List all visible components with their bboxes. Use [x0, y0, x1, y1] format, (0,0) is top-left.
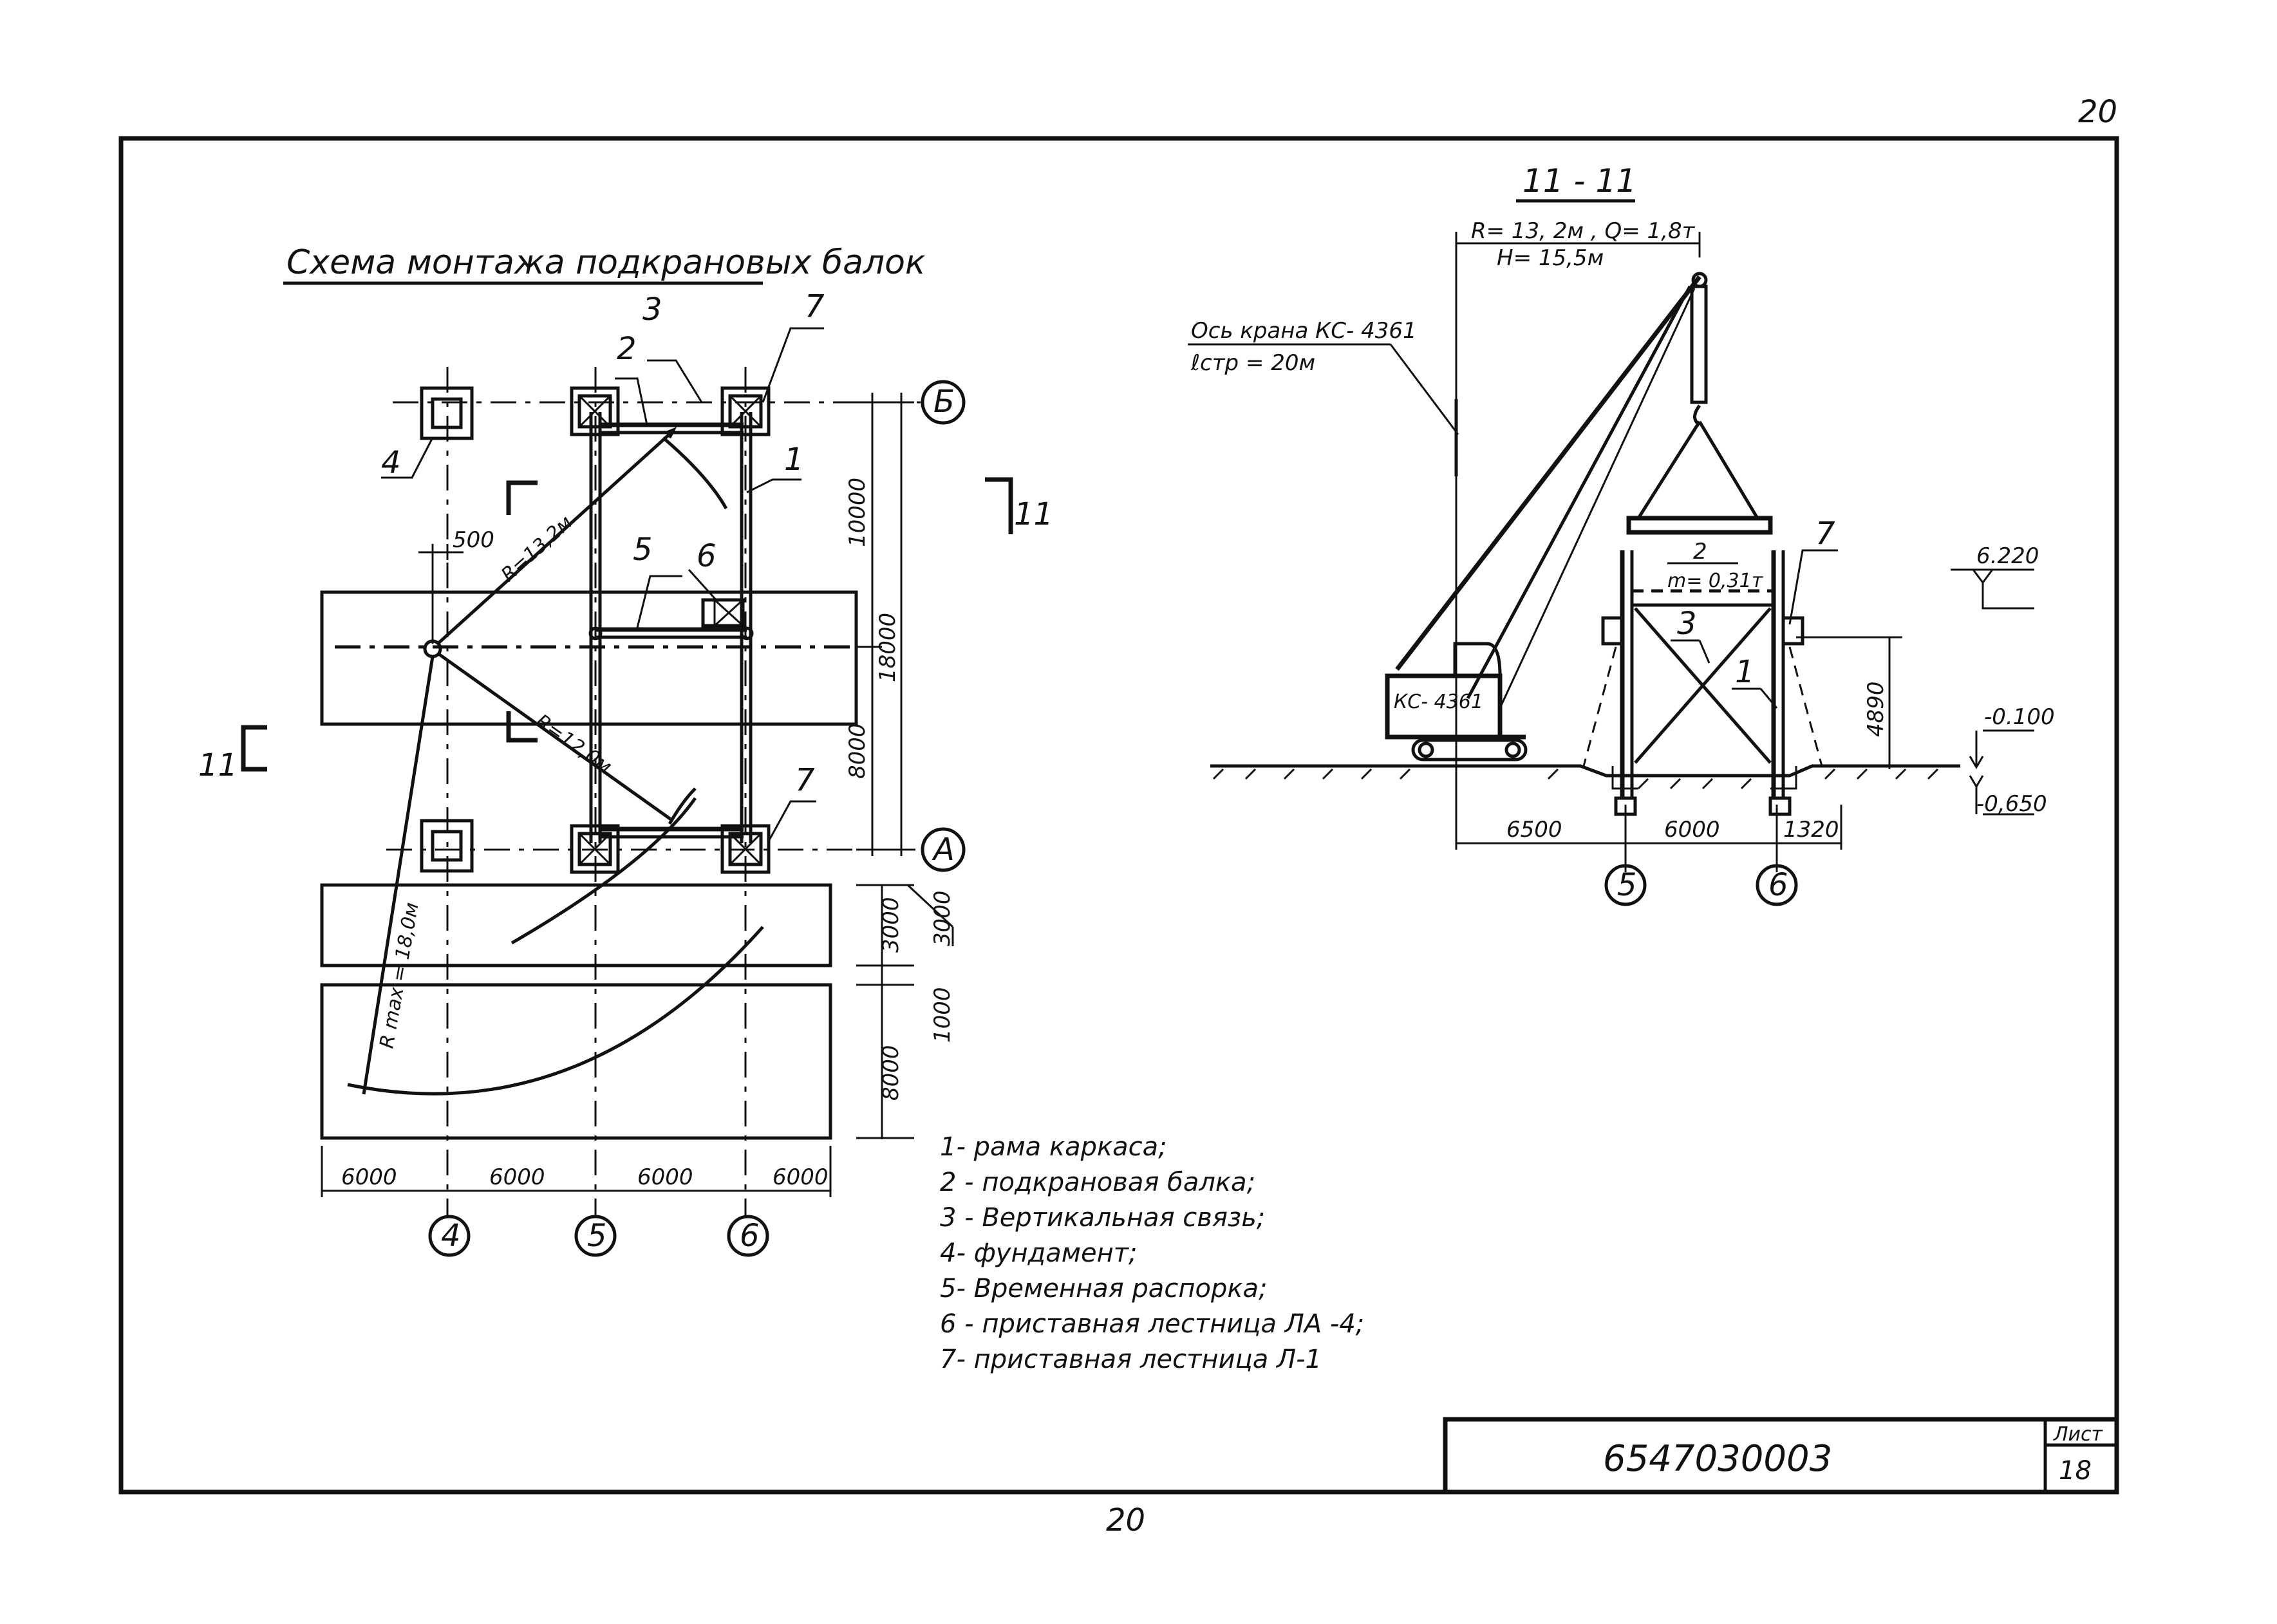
crane-params-2: H= 15,5м	[1497, 245, 1604, 271]
plan-title: Схема монтажа подкрановых балок	[286, 243, 926, 282]
section-callout-7: 7	[1815, 516, 1835, 552]
legend-item-6: 6 - приставная лестница ЛА -4;	[940, 1309, 1364, 1339]
sheet-number: 18	[2059, 1456, 2092, 1486]
callout-6: 6	[697, 538, 717, 574]
plan-dim-3: 6000	[637, 1164, 693, 1190]
offset-500: 500	[453, 527, 494, 553]
foundation-5-A	[570, 824, 620, 874]
axis-bubble-5: 5	[574, 1215, 617, 1257]
section-title: 11 - 11	[1523, 162, 1636, 200]
sheet-frame	[118, 136, 2119, 1495]
callout-4: 4	[381, 445, 401, 481]
svg-text:А: А	[932, 832, 955, 868]
section-callout-1: 1	[1735, 654, 1755, 690]
foundation-4-B	[420, 386, 474, 440]
foundation-5-B	[570, 386, 620, 436]
crane-ks4361: КС- 4361	[1385, 642, 1528, 761]
doc-number: 6547030003	[1603, 1438, 1832, 1480]
section-mark-left: 11	[198, 747, 238, 783]
svg-text:5: 5	[587, 1218, 607, 1254]
legend-item-5: 5- Временная распорка;	[940, 1274, 1267, 1303]
legend-item-7: 7- приставная лестница Л-1	[940, 1345, 1322, 1374]
legend: 1- рама каркаса; 2 - подкрановая балка; …	[940, 1132, 1364, 1374]
foundation-6-A	[720, 824, 771, 874]
section-view: 11 - 11 R= 13, 2м , Q= 1,8т H= 15,5м Ось…	[1188, 162, 2055, 906]
callout-2: 2	[617, 331, 637, 367]
svg-text:Б: Б	[933, 384, 955, 420]
sheet-label: Лист	[2053, 1423, 2104, 1446]
elevation-6220: 6.220	[1976, 543, 2039, 569]
section-callout-3: 3	[1677, 606, 1697, 642]
page-number-bottom: 20	[1106, 1502, 1145, 1538]
hatched-zone	[320, 983, 832, 1140]
svg-text:6: 6	[740, 1218, 760, 1254]
radius-r13: R=13,2м	[497, 511, 577, 586]
section-axis-bubble-6: 6	[1756, 864, 1798, 906]
page-number-top: 20	[2078, 94, 2117, 130]
axis-bubble-B: Б	[921, 380, 966, 425]
callout-5: 5	[633, 532, 653, 568]
vertical-bracing	[1634, 607, 1772, 764]
plan-dim-2: 6000	[489, 1164, 545, 1190]
plan-dim-8000-lower: 8000	[878, 1045, 904, 1101]
axis-bubble-A: А	[921, 827, 966, 872]
callout-7-top: 7	[805, 288, 825, 324]
beam-number: 2	[1693, 539, 1707, 565]
plan-dim-4: 6000	[773, 1164, 829, 1190]
elevation-minus-0650: -0,650	[1976, 791, 2047, 817]
height-dim-4890: 4890	[1863, 681, 1889, 737]
plan-dim-3000b: 3000	[930, 890, 955, 946]
section-dim-1320: 1320	[1783, 817, 1839, 843]
section-mark-right: 11	[1014, 496, 1053, 532]
legend-item-1: 1- рама каркаса;	[940, 1132, 1167, 1162]
section-dim-6500: 6500	[1506, 817, 1562, 843]
crane-params-1: R= 13, 2м , Q= 1,8т	[1471, 218, 1696, 244]
ground-line	[1210, 764, 1960, 778]
svg-text:6: 6	[1768, 867, 1788, 903]
legend-item-4: 4- фундамент;	[940, 1238, 1138, 1268]
callout-7-bottom: 7	[795, 762, 815, 798]
axis-bubble-6: 6	[727, 1215, 769, 1257]
plan-view: Схема монтажа подкрановых балок	[198, 243, 1053, 1257]
lifted-crane-beam	[1626, 516, 1773, 535]
callout-1: 1	[784, 442, 804, 478]
soil-strip-lower	[320, 883, 832, 967]
crane-axis-label: Ось крана КС- 4361	[1191, 318, 1417, 344]
beam-mass: m= 0,31т	[1667, 570, 1764, 592]
svg-text:4: 4	[441, 1218, 461, 1254]
plan-dim-18000: 18000	[875, 613, 901, 682]
legend-item-2: 2 - подкрановая балка;	[940, 1168, 1255, 1197]
title-block: 6547030003 Лист 18	[1443, 1417, 2119, 1495]
plan-dim-8000: 8000	[845, 723, 870, 779]
ladder-la4	[701, 598, 745, 628]
radius-r12: R=12,0м	[531, 710, 615, 778]
callout-3: 3	[642, 292, 662, 328]
crane-body-label: КС- 4361	[1394, 691, 1483, 713]
legend-item-3: 3 - Вертикальная связь;	[940, 1203, 1265, 1233]
soil-strip-upper	[320, 590, 858, 726]
crane-boom	[1395, 275, 1701, 671]
plan-dim-3000a: 3000	[878, 897, 904, 953]
crane-boom-length: ℓстр = 20м	[1190, 350, 1315, 376]
axis-bubble-4: 4	[428, 1215, 471, 1257]
foundation-6-B	[720, 386, 771, 436]
section-axis-bubble-5: 5	[1604, 864, 1647, 906]
plan-dim-10000: 10000	[845, 478, 870, 547]
foundation-4-A	[420, 819, 474, 873]
plan-dim-1: 6000	[341, 1164, 397, 1190]
section-dim-6000: 6000	[1664, 817, 1720, 843]
elevation-minus-0100: -0.100	[1984, 704, 2055, 730]
plan-dim-1000: 1000	[930, 987, 955, 1043]
svg-text:5: 5	[1617, 867, 1637, 903]
